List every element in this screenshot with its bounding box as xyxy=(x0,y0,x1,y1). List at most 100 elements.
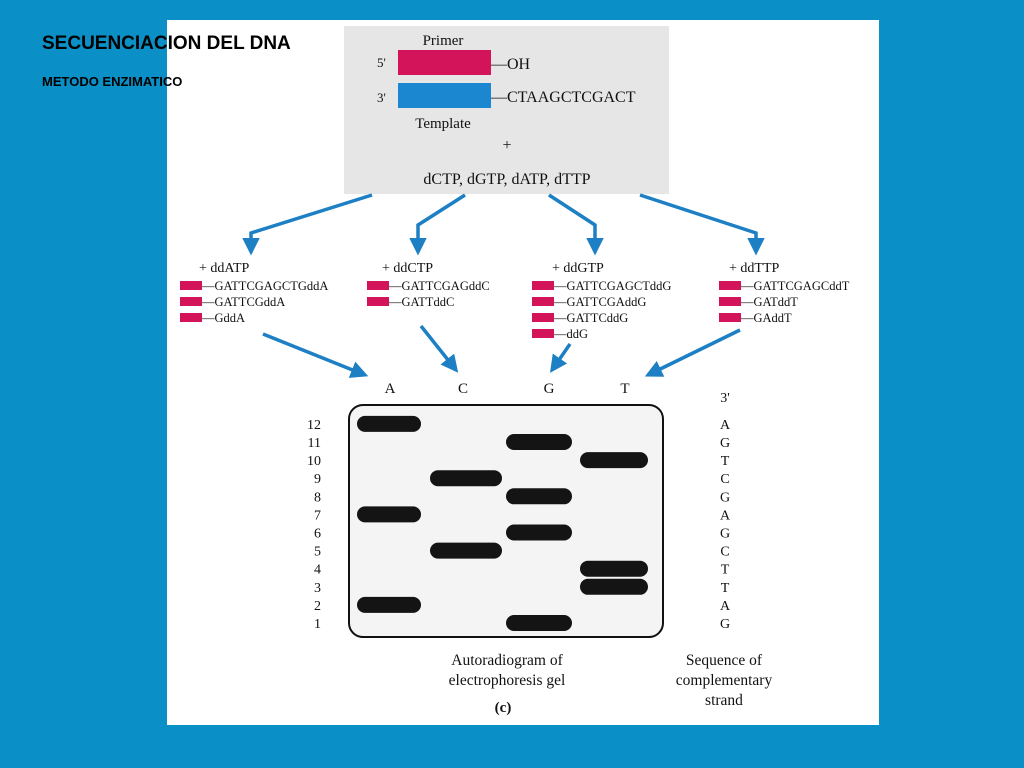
gel-caption-line2: electrophoresis gel xyxy=(449,672,566,689)
plus-sign: + xyxy=(502,137,511,154)
sequence-base: A xyxy=(720,418,731,433)
gel-band-t-10 xyxy=(580,452,648,469)
row-number-label: 5 xyxy=(314,545,321,560)
sequence-caption-line2: complementary xyxy=(676,672,773,689)
gel-bands xyxy=(357,415,648,631)
fragment-primer-bar xyxy=(532,281,554,290)
sequence-base: G xyxy=(720,436,730,451)
lane-c-fragment-2: —GATTddC xyxy=(388,295,454,309)
gel-band-a-12 xyxy=(357,415,421,432)
five-prime-label: 5' xyxy=(377,55,386,70)
gel-band-c-5 xyxy=(430,542,502,559)
lane-t-fragment-1: —GATTCGAGCddT xyxy=(740,279,850,293)
fragment-primer-bar xyxy=(180,297,202,306)
row-number-label: 2 xyxy=(314,599,321,614)
sequence-caption-line1: Sequence of xyxy=(686,652,763,669)
fragment-primer-bar xyxy=(180,313,202,322)
primer-label: Primer xyxy=(423,33,464,49)
split-arrow-t xyxy=(639,193,765,256)
load-arrow-g xyxy=(550,343,572,373)
template-strand xyxy=(398,83,491,108)
gel-band-a-7 xyxy=(357,506,421,523)
gel-band-g-8 xyxy=(506,488,572,505)
lane-g-fragment-4: —ddG xyxy=(553,327,588,341)
gel-lane-letter-a: A xyxy=(385,381,396,397)
fragment-primer-bar xyxy=(367,281,389,290)
split-arrow-a xyxy=(242,193,373,256)
lane-g-dd-label: + ddGTP xyxy=(552,261,604,276)
dntp-list: dCTP, dGTP, dATP, dTTP xyxy=(423,171,590,188)
row-number-label: 10 xyxy=(307,454,321,469)
gel-caption-line1: Autoradiogram of xyxy=(451,652,563,669)
row-number-label: 8 xyxy=(314,490,321,505)
fragment-primer-bar xyxy=(532,313,554,322)
sequence-base: A xyxy=(720,599,731,614)
sequence-base: G xyxy=(720,490,730,505)
lane-g-fragment-3: —GATTCddG xyxy=(553,311,628,325)
split-arrow-g xyxy=(548,193,604,256)
row-number-label: 3 xyxy=(314,581,321,596)
lane-c-fragment-1: —GATTCGAGddC xyxy=(388,279,490,293)
gel-band-g-1 xyxy=(506,615,572,631)
lane-a-dd-label: + ddATP xyxy=(199,261,250,276)
gel-band-a-2 xyxy=(357,596,421,613)
gel-band-c-9 xyxy=(430,470,502,487)
gel-band-g-6 xyxy=(506,524,572,541)
sequence-base: G xyxy=(720,527,730,542)
slide-title: SECUENCIACION DEL DNA xyxy=(42,33,291,54)
lane-a-fragment-2: —GATTCGddA xyxy=(201,295,285,309)
load-arrow-a xyxy=(262,332,369,378)
sequence-base: T xyxy=(721,581,730,596)
lane-t-fragment-2: —GATddT xyxy=(740,295,798,309)
split-arrow-c xyxy=(409,193,466,256)
row-number-label: 7 xyxy=(314,508,321,523)
row-number-label: 6 xyxy=(314,527,321,542)
fragment-primer-bar xyxy=(719,281,741,290)
template-sequence: —CTAAGCTCGACT xyxy=(490,89,636,106)
sequence-base: G xyxy=(720,617,730,632)
lane-g-fragment-1: —GATTCGAGCTddG xyxy=(553,279,671,293)
sequence-base: T xyxy=(721,454,730,469)
row-number-label: 9 xyxy=(314,472,321,487)
fragment-primer-bar xyxy=(532,297,554,306)
load-arrow-t xyxy=(644,328,741,377)
fragment-primer-bar xyxy=(180,281,202,290)
gel-band-t-4 xyxy=(580,560,648,577)
row-number-label: 1 xyxy=(314,617,321,632)
reaction-mix-box xyxy=(344,26,669,194)
sequence-header: 3' xyxy=(720,391,730,406)
gel-lane-letter-t: T xyxy=(620,381,629,397)
row-number-label: 12 xyxy=(307,418,321,433)
sequence-base: C xyxy=(720,545,729,560)
row-number-label: 11 xyxy=(308,436,321,451)
lane-a-fragment-1: —GATTCGAGCTGddA xyxy=(201,279,328,293)
lane-t-dd-label: + ddTTP xyxy=(729,261,779,276)
figure-svg: Primer 5' —OH 3' —CTAAGCTCGACT Template … xyxy=(180,26,850,716)
fragment-primer-bar xyxy=(719,297,741,306)
panel-label: (c) xyxy=(495,700,512,716)
fragment-primer-bar xyxy=(719,313,741,322)
sequence-base: C xyxy=(720,472,729,487)
gel-band-t-3 xyxy=(580,578,648,595)
fragment-primer-bar xyxy=(532,329,554,338)
row-number-labels: 12 11 10 9 8 7 6 5 4 3 2 1 xyxy=(307,418,321,632)
row-number-label: 4 xyxy=(314,563,321,578)
primer-strand xyxy=(398,50,491,75)
lane-a-fragment-3: —GddA xyxy=(201,311,245,325)
gel-lane-letter-c: C xyxy=(458,381,468,397)
sequence-base: T xyxy=(721,563,730,578)
sequence-base: A xyxy=(720,508,731,523)
slide-subtitle: METODO ENZIMATICO xyxy=(42,74,183,89)
fragment-primer-bar xyxy=(367,297,389,306)
three-prime-label: 3' xyxy=(377,90,386,105)
lane-t-fragment-3: —GAddT xyxy=(740,311,792,325)
sequencing-figure: Primer 5' —OH 3' —CTAAGCTCGACT Template … xyxy=(167,20,879,725)
load-arrow-c xyxy=(419,324,459,373)
sequence-caption-line3: strand xyxy=(705,692,743,709)
lane-c-dd-label: + ddCTP xyxy=(382,261,433,276)
gel-band-g-11 xyxy=(506,434,572,450)
gel-lane-letter-g: G xyxy=(544,381,555,397)
lane-g-fragment-2: —GATTCGAddG xyxy=(553,295,646,309)
primer-hydroxyl-end: —OH xyxy=(490,56,531,73)
